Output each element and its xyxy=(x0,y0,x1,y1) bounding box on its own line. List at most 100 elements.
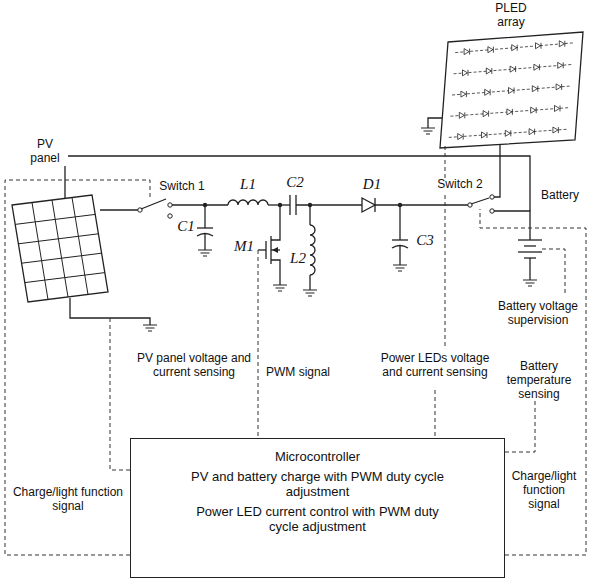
wire xyxy=(204,205,205,228)
battery-symbol xyxy=(524,245,536,246)
junction-dot xyxy=(278,203,282,207)
mosfet-symbol xyxy=(271,260,280,285)
annotation-label: Battery xyxy=(536,189,584,203)
signal-line xyxy=(5,180,150,555)
led-symbol xyxy=(558,62,564,68)
pv-cell-line xyxy=(22,253,102,263)
led-symbol xyxy=(534,64,540,70)
pv-cell-line xyxy=(32,203,48,300)
component-label: C3 xyxy=(412,232,438,249)
component-label: C1 xyxy=(174,218,198,235)
switch-contact xyxy=(168,203,172,207)
pv-panel-cells xyxy=(15,198,105,300)
led-string xyxy=(455,43,574,53)
diode-symbol xyxy=(362,198,375,212)
led-symbol xyxy=(555,105,561,111)
led-symbol xyxy=(532,86,538,92)
annotation-label: Battery voltage supervision xyxy=(491,300,585,328)
wire xyxy=(172,204,228,205)
led-symbol xyxy=(509,88,515,94)
signal-line xyxy=(258,250,259,438)
ground-symbol xyxy=(143,325,157,331)
led-symbol xyxy=(461,91,467,97)
annotation-label: Switch 1 xyxy=(156,180,208,194)
junction-dot xyxy=(398,203,402,207)
component-label: L2 xyxy=(287,250,309,267)
led-symbol xyxy=(505,130,511,136)
led-string xyxy=(452,86,571,95)
battery-symbol xyxy=(518,239,542,240)
pv-cell-line xyxy=(25,273,105,283)
led-symbol xyxy=(458,134,464,140)
led-symbol xyxy=(559,41,565,47)
led-symbol xyxy=(556,84,562,90)
ground-symbol xyxy=(198,250,212,256)
switch-contact xyxy=(490,195,494,199)
annotation-label: Battery temperature sensing xyxy=(498,360,580,401)
annotation-label: Charge/light function signal xyxy=(505,470,583,511)
wire xyxy=(529,258,530,280)
junction-dot xyxy=(203,203,207,207)
led-symbol xyxy=(483,111,489,117)
capacitor-symbol xyxy=(392,239,408,240)
signal-line xyxy=(542,249,565,296)
led-string xyxy=(450,108,569,117)
wire xyxy=(100,209,140,210)
ground-symbol xyxy=(421,128,435,134)
box-text: Power LED current control with PWM duty … xyxy=(183,504,453,535)
annotation-label: Switch 2 xyxy=(434,178,486,192)
ground-symbol xyxy=(523,280,537,286)
pv-cell-line xyxy=(72,198,88,295)
led-symbol xyxy=(531,107,537,113)
led-symbol xyxy=(464,49,470,55)
component-label: M1 xyxy=(232,238,256,255)
ground-symbols xyxy=(143,128,537,331)
led-symbol xyxy=(459,112,465,118)
box-text: PV and battery charge with PWM duty cycl… xyxy=(183,469,453,500)
led-string xyxy=(449,129,568,137)
annotation-label: PLED array xyxy=(480,2,542,30)
component-label: L1 xyxy=(236,176,260,193)
signal-line xyxy=(445,146,446,346)
annotation-label: PV panel voltage and current sensing xyxy=(132,352,256,380)
component-label: D1 xyxy=(360,176,384,193)
pv-cell-line xyxy=(18,234,98,244)
wire xyxy=(399,245,400,265)
mosfet-symbol xyxy=(271,249,280,250)
wire xyxy=(309,205,310,225)
box-heading: Microcontroller xyxy=(275,449,360,465)
pv-cell-line xyxy=(52,200,68,297)
led-symbol xyxy=(507,109,513,115)
switch-blade xyxy=(141,199,166,209)
led-symbol xyxy=(536,43,542,49)
led-symbol xyxy=(486,68,492,74)
pv-panel-outline xyxy=(12,195,108,302)
switch-blade xyxy=(471,198,489,204)
annotation-label: PWM signal xyxy=(263,366,333,380)
signal-line xyxy=(110,318,130,470)
signal-line xyxy=(505,396,535,452)
annotation-label: PV panel xyxy=(22,138,68,166)
controller-box: Microcontroller PV and battery charge wit… xyxy=(130,438,505,578)
inductor-symbol xyxy=(228,200,268,205)
led-symbol xyxy=(482,132,488,138)
mosfet-symbol xyxy=(258,249,266,250)
pled-array-outline xyxy=(440,32,583,148)
wire xyxy=(399,205,400,240)
pled-array-leds xyxy=(449,41,574,140)
wire xyxy=(428,118,442,128)
annotation-label: Power LEDs voltage and current sensing xyxy=(375,352,495,380)
capacitor-symbol xyxy=(289,195,290,215)
mosfet-symbol xyxy=(271,205,280,240)
led-symbol xyxy=(512,45,518,51)
wire xyxy=(296,204,362,205)
junction-dot xyxy=(308,203,312,207)
ground-symbol xyxy=(303,290,317,296)
battery-symbol xyxy=(518,251,542,252)
wire xyxy=(204,233,205,250)
signal-line xyxy=(435,390,436,438)
led-symbol xyxy=(529,129,535,135)
component-label: C2 xyxy=(283,174,307,191)
annotation-label: Charge/light function signal xyxy=(8,486,128,514)
inductor-symbol xyxy=(310,225,315,275)
